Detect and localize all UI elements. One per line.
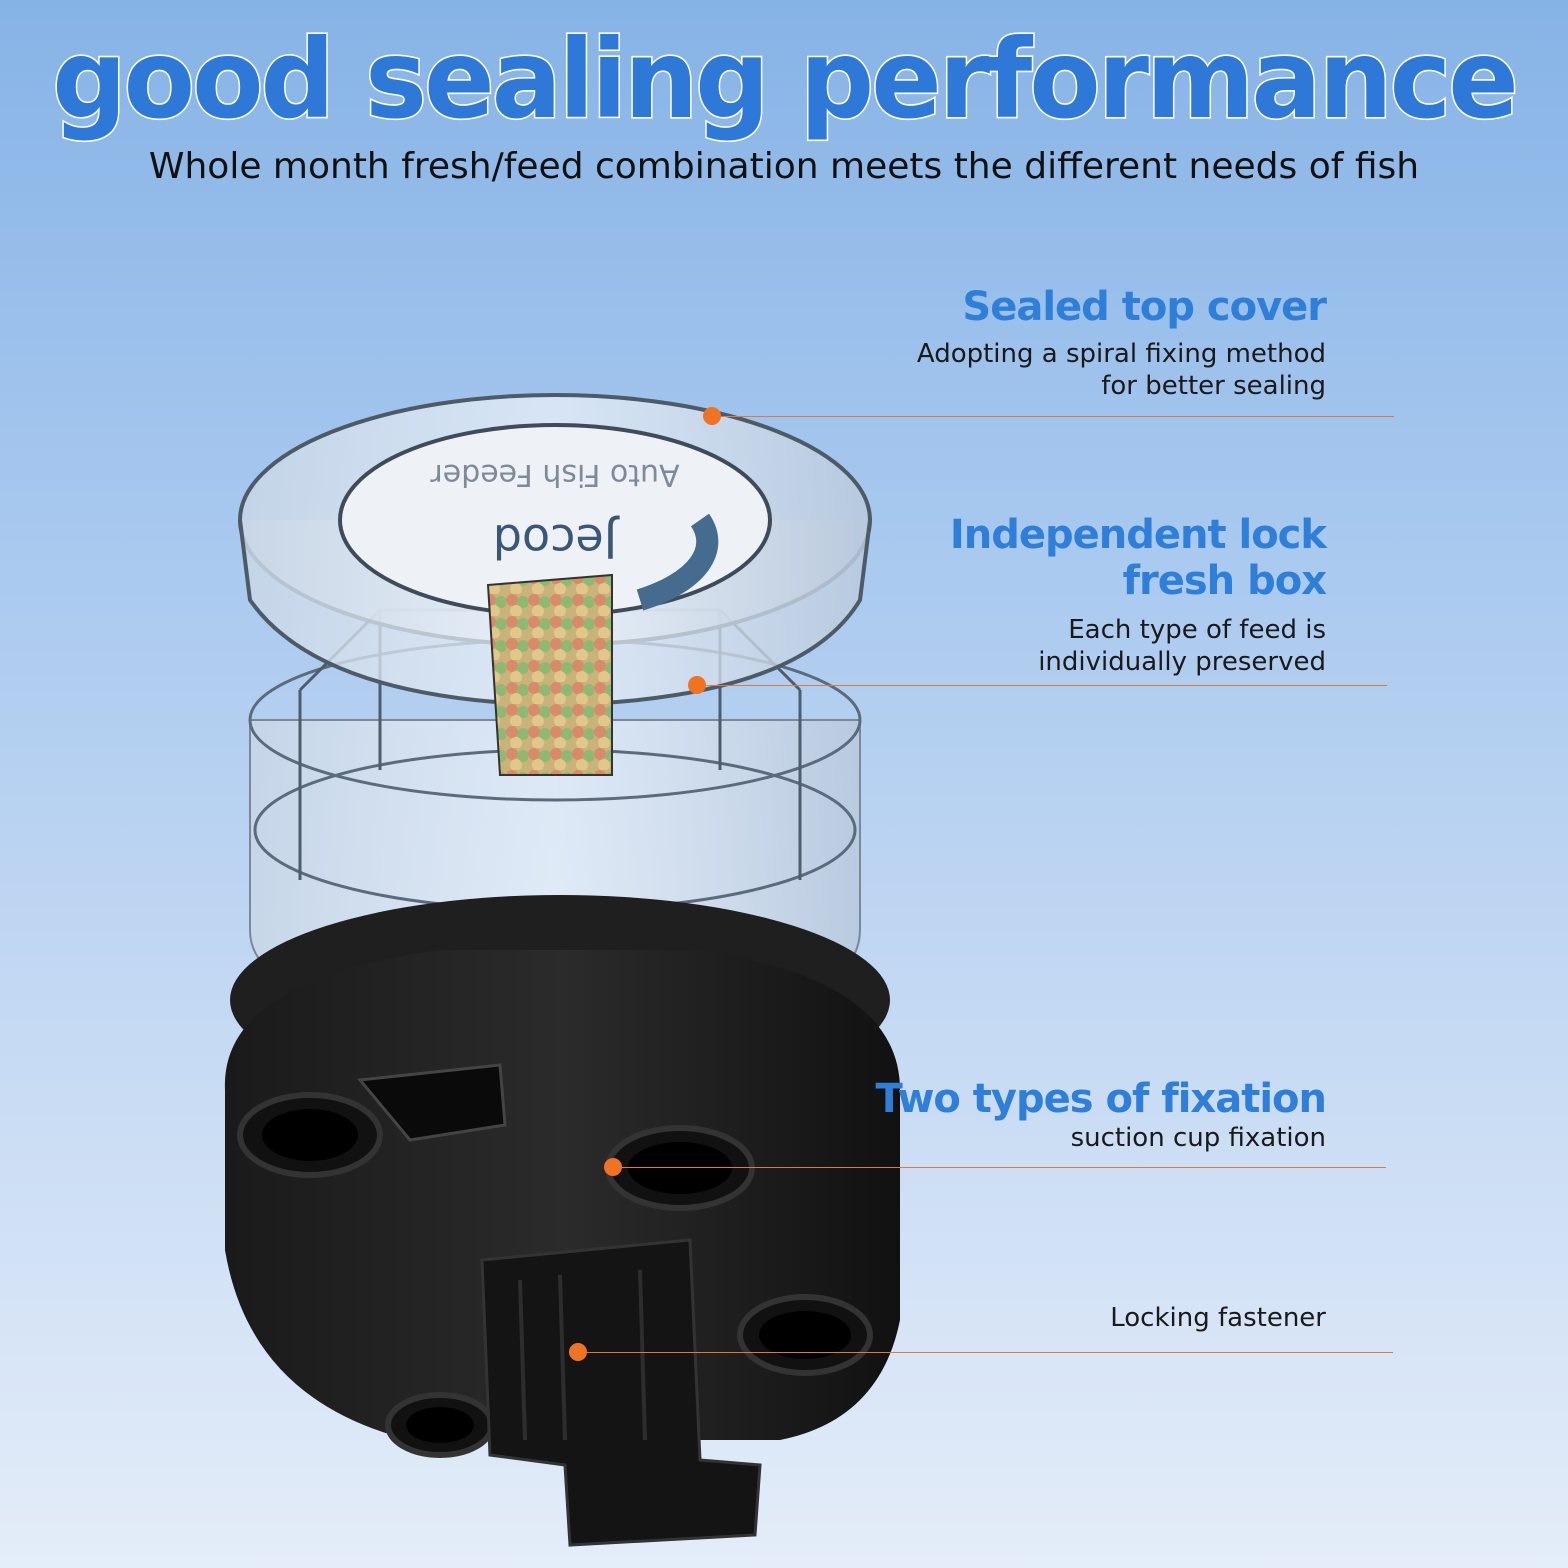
feeder-base — [224, 895, 900, 1440]
callout-desc-line: Adopting a spiral fixing method — [916, 339, 1326, 369]
callout-marker-dot — [604, 1158, 622, 1176]
suction-cups — [237, 1092, 873, 1458]
callout-title: fresh box — [1122, 558, 1327, 604]
callout-marker-dot — [688, 676, 706, 694]
callout-leader-line — [613, 1167, 1386, 1168]
callout-title: Independent lock — [949, 512, 1327, 558]
callout-desc-line: individually preserved — [1038, 647, 1326, 677]
callout-title: Sealed top cover — [962, 284, 1327, 330]
food-compartment — [486, 573, 613, 776]
callout-marker-dot — [569, 1343, 587, 1361]
callout-desc-line: Each type of feed is — [1068, 615, 1326, 645]
callout-leader-line — [697, 685, 1387, 686]
callout-title: Two types of fixation — [875, 1076, 1327, 1122]
lid-brand-text: Jecod — [493, 514, 621, 568]
callout-independent-lock-fresh-box: Independent lock fresh box Each type of … — [949, 512, 1327, 678]
callout-desc-line: Locking fastener — [1110, 1303, 1326, 1333]
callout-desc-line: suction cup fixation — [1070, 1123, 1326, 1153]
callout-leader-line — [712, 416, 1394, 417]
lid-product-text: Auto Fish Feeder — [430, 457, 680, 492]
locking-fastener — [480, 1238, 762, 1547]
callout-leader-line — [578, 1352, 1393, 1353]
top-cover: Jecod Auto Fish Feeder — [238, 393, 872, 708]
headline-title: good sealing performance — [51, 13, 1521, 144]
callout-marker-dot — [703, 407, 721, 425]
callout-sealed-top-cover: Sealed top cover Adopting a spiral fixin… — [916, 284, 1327, 402]
callout-desc-line: for better sealing — [1101, 371, 1326, 401]
callout-locking-fastener: Locking fastener — [1110, 1302, 1326, 1334]
headline-subtitle: Whole month fresh/feed combination meets… — [148, 146, 1420, 187]
callout-two-types-of-fixation: Two types of fixation suction cup fixati… — [875, 1076, 1327, 1154]
